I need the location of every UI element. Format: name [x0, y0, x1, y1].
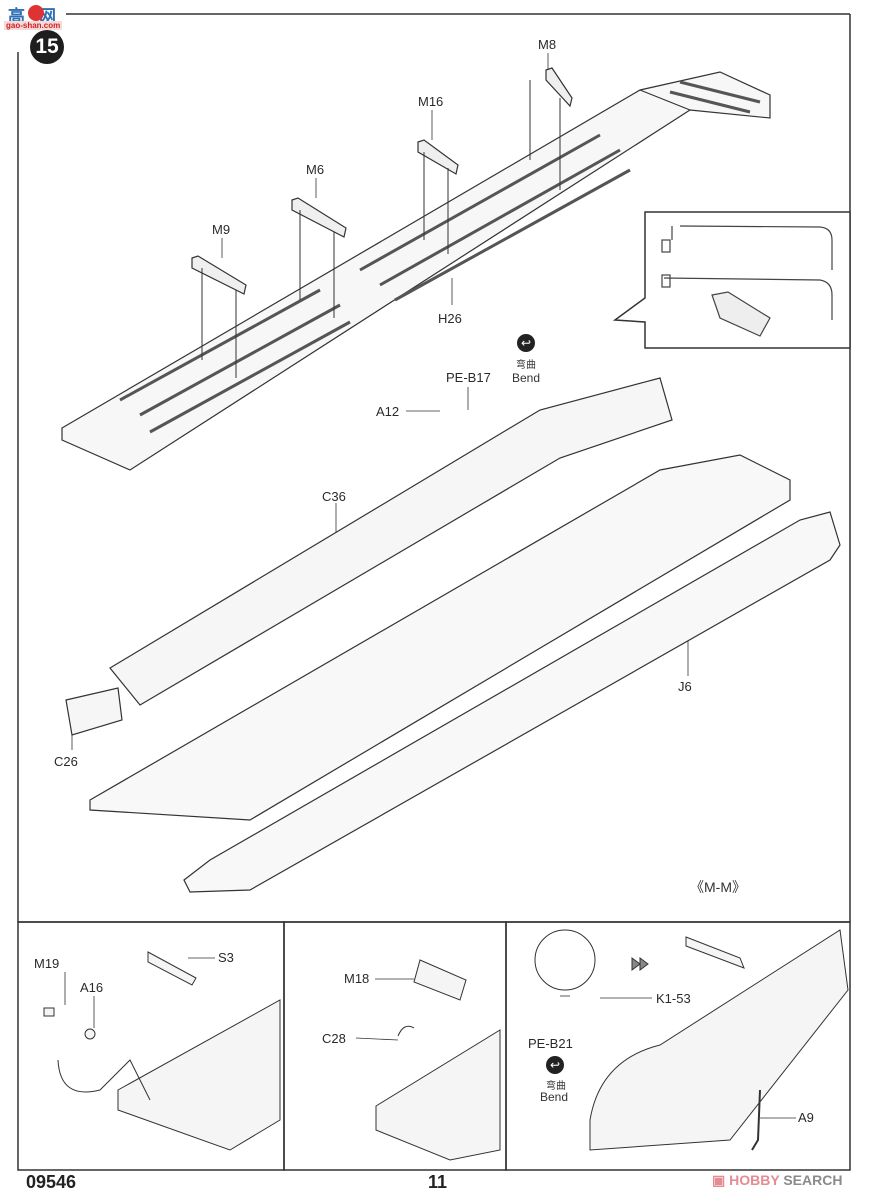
part-label-pe-b21: PE-B21 [528, 1036, 573, 1051]
callout-detail-drawing [661, 225, 833, 337]
part-label-h26: H26 [438, 311, 462, 326]
panel-middle-drawing [375, 959, 501, 1161]
bend-label-cn: 弯曲 [516, 360, 536, 371]
part-label-c26: C26 [54, 754, 78, 769]
part-label-c36: C36 [322, 489, 346, 504]
middle-rail-drawing [65, 377, 673, 736]
logo-emblem-icon [28, 5, 44, 21]
part-label-m6: M6 [306, 162, 325, 177]
panel-right-drawing [534, 929, 849, 1151]
part-m6-shape [291, 197, 347, 238]
watermark: ▣ HOBBY SEARCH [712, 1172, 842, 1189]
logo-url: gao-shan.com [4, 21, 63, 30]
bend-icon-panel: ↩ [546, 1056, 564, 1074]
lower-assembly-drawing [89, 454, 841, 893]
part-label-a16: A16 [80, 980, 104, 995]
site-logo: 高网 gao-shan.com [4, 2, 70, 32]
cross-pieces [191, 67, 573, 295]
bend-icon: ↩ [517, 334, 535, 352]
watermark-logo-icon: ▣ [712, 1172, 730, 1188]
part-m9-shape [191, 255, 247, 295]
upper-beam-drawing [61, 71, 771, 471]
part-label-m16: M16 [418, 94, 444, 109]
section-tag: 《M-M》 [690, 879, 746, 895]
bend-label-en: Bend [512, 371, 541, 385]
step-number-badge: 15 [30, 30, 64, 64]
part-label-m9: M9 [212, 222, 231, 237]
product-code: 09546 [26, 1172, 77, 1192]
part-label-k1-53: K1-53 [656, 991, 691, 1006]
detail-callout-bubble [612, 211, 851, 349]
part-label-c28: C28 [322, 1031, 346, 1046]
part-m8-shape [545, 67, 573, 108]
bend-label-cn-panel: 弯曲 [546, 1081, 566, 1092]
part-j6-shape [183, 511, 841, 893]
part-label-m19: M19 [34, 956, 60, 971]
part-label-s3: S3 [218, 950, 234, 965]
assembly-arrows [201, 80, 561, 378]
part-m16-shape [417, 139, 459, 175]
panel-left-drawing [43, 951, 281, 1151]
part-label-a9: A9 [798, 1110, 814, 1125]
bend-label-en-panel: Bend [540, 1090, 569, 1104]
panel-right-frame [505, 921, 851, 1171]
part-label-m18: M18 [344, 971, 370, 986]
part-label-a12: A12 [376, 404, 400, 419]
watermark-search: SEARCH [783, 1172, 843, 1188]
watermark-brand: HOBBY [729, 1172, 780, 1188]
part-label-m8: M8 [538, 37, 557, 52]
page-number: 11 [428, 1172, 448, 1192]
part-label-j6: J6 [678, 679, 692, 694]
part-label-pe-b17: PE-B17 [446, 370, 491, 385]
part-c26-shape [65, 687, 123, 736]
